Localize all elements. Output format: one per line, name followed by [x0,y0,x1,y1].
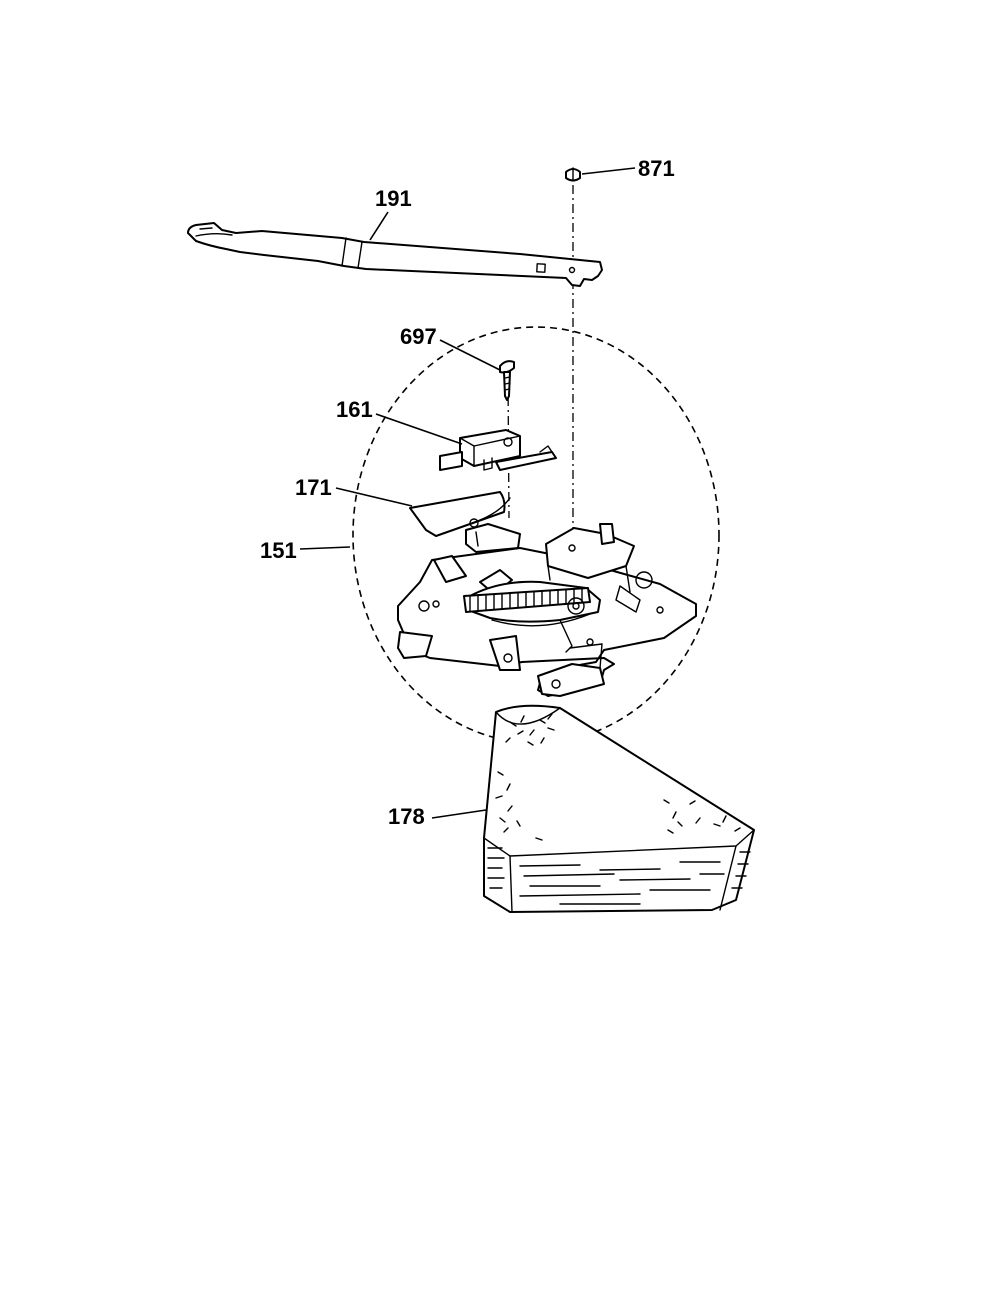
screw-871 [565,167,581,182]
leader-191 [369,211,389,241]
label-171: 171 [295,475,332,500]
leader-171 [335,487,413,507]
leader-697 [439,339,501,371]
leader-178 [431,809,487,819]
label-178: 178 [388,804,425,829]
latch-mechanism-151 [397,523,697,697]
insulator-171 [409,491,511,537]
micro-switch-161 [439,429,557,471]
leader-871 [581,167,636,175]
label-697: 697 [400,324,437,349]
latch-arm-191 [187,222,603,287]
label-161: 161 [336,397,373,422]
label-871: 871 [638,156,675,181]
label-191: 191 [375,186,412,211]
label-151: 151 [260,538,297,563]
leader-161 [375,413,463,445]
leader-151 [299,546,351,550]
insulation-block-178 [483,704,755,913]
screw-697 [499,360,515,401]
assembly-boundary-ellipse [352,326,720,744]
